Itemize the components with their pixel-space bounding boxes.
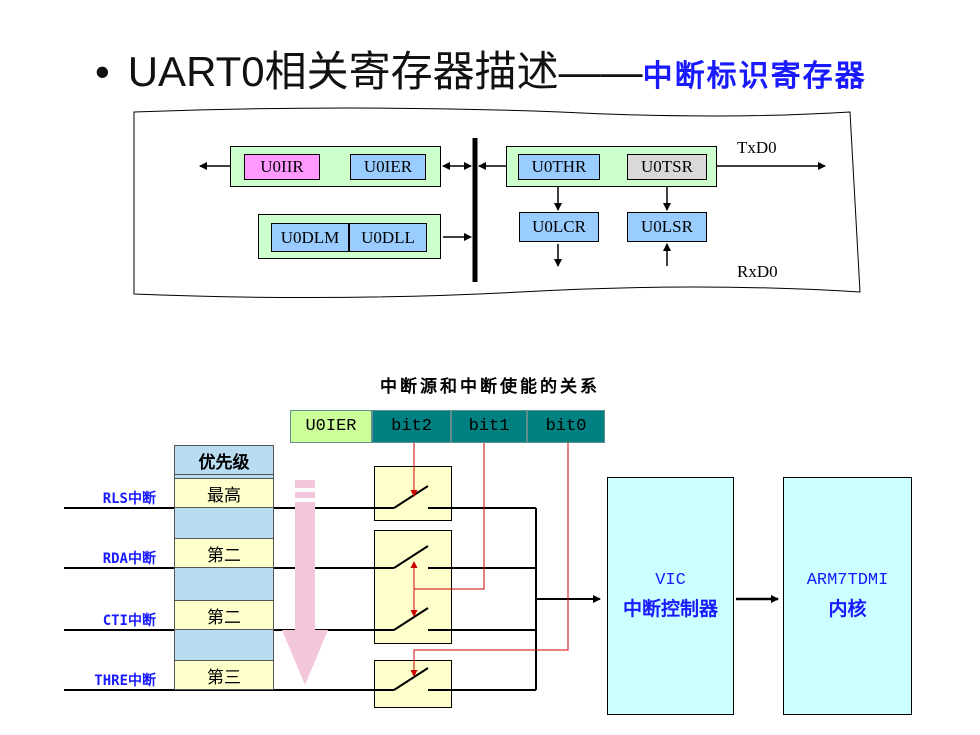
ier-header-bit0: bit0 <box>527 410 605 443</box>
core-sublabel: 内核 <box>828 598 867 620</box>
priority-arrow-icon <box>282 480 328 685</box>
u0ier-register: U0IER <box>350 154 426 180</box>
ier-header-register: U0IER <box>290 410 372 443</box>
ier-header-bit2: bit2 <box>372 410 451 443</box>
u0lsr-register: U0LSR <box>627 212 707 242</box>
u0lcr-register: U0LCR <box>519 212 599 242</box>
u0tsr-register: U0TSR <box>627 154 707 180</box>
u0dll-register: U0DLL <box>349 223 427 252</box>
priority-level: 第三 <box>174 660 274 690</box>
source-label-cti: CTI中断 <box>102 613 156 629</box>
diagram-caption: 中断源和中断使能的关系 <box>380 377 600 397</box>
ier-header-bit1: bit1 <box>451 410 527 443</box>
vic-sublabel: 中断控制器 <box>622 598 718 620</box>
vic-label: VIC <box>655 571 686 590</box>
priority-header: 优先级 <box>174 445 274 475</box>
arm-core-box: ARM7TDMI 内核 <box>783 477 912 715</box>
priority-level: 最高 <box>174 478 274 508</box>
source-label-rls: RLS中断 <box>102 491 156 507</box>
bullet: • <box>95 48 110 95</box>
priority-level: 第二 <box>174 538 274 568</box>
enable-switch-rda-cti <box>374 530 452 644</box>
page-title: • UART0相关寄存器描述——中断标识寄存器 <box>95 38 867 99</box>
vic-controller-box: VIC 中断控制器 <box>607 477 734 715</box>
enable-switch-thre <box>374 660 452 708</box>
u0dlm-register: U0DLM <box>271 223 349 252</box>
title-sub: 中断标识寄存器 <box>642 59 867 94</box>
u0thr-register: U0THR <box>518 154 600 180</box>
txd0-label: TxD0 <box>737 138 777 157</box>
core-label: ARM7TDMI <box>806 571 889 590</box>
rxd0-label: RxD0 <box>737 262 778 281</box>
enable-switch-rls <box>374 466 452 521</box>
source-label-rda: RDA中断 <box>102 551 156 567</box>
source-label-thre: THRE中断 <box>94 673 156 689</box>
u0iir-register: U0IIR <box>244 154 320 180</box>
priority-level: 第二 <box>174 600 274 630</box>
title-main: UART0相关寄存器描述—— <box>127 48 643 95</box>
